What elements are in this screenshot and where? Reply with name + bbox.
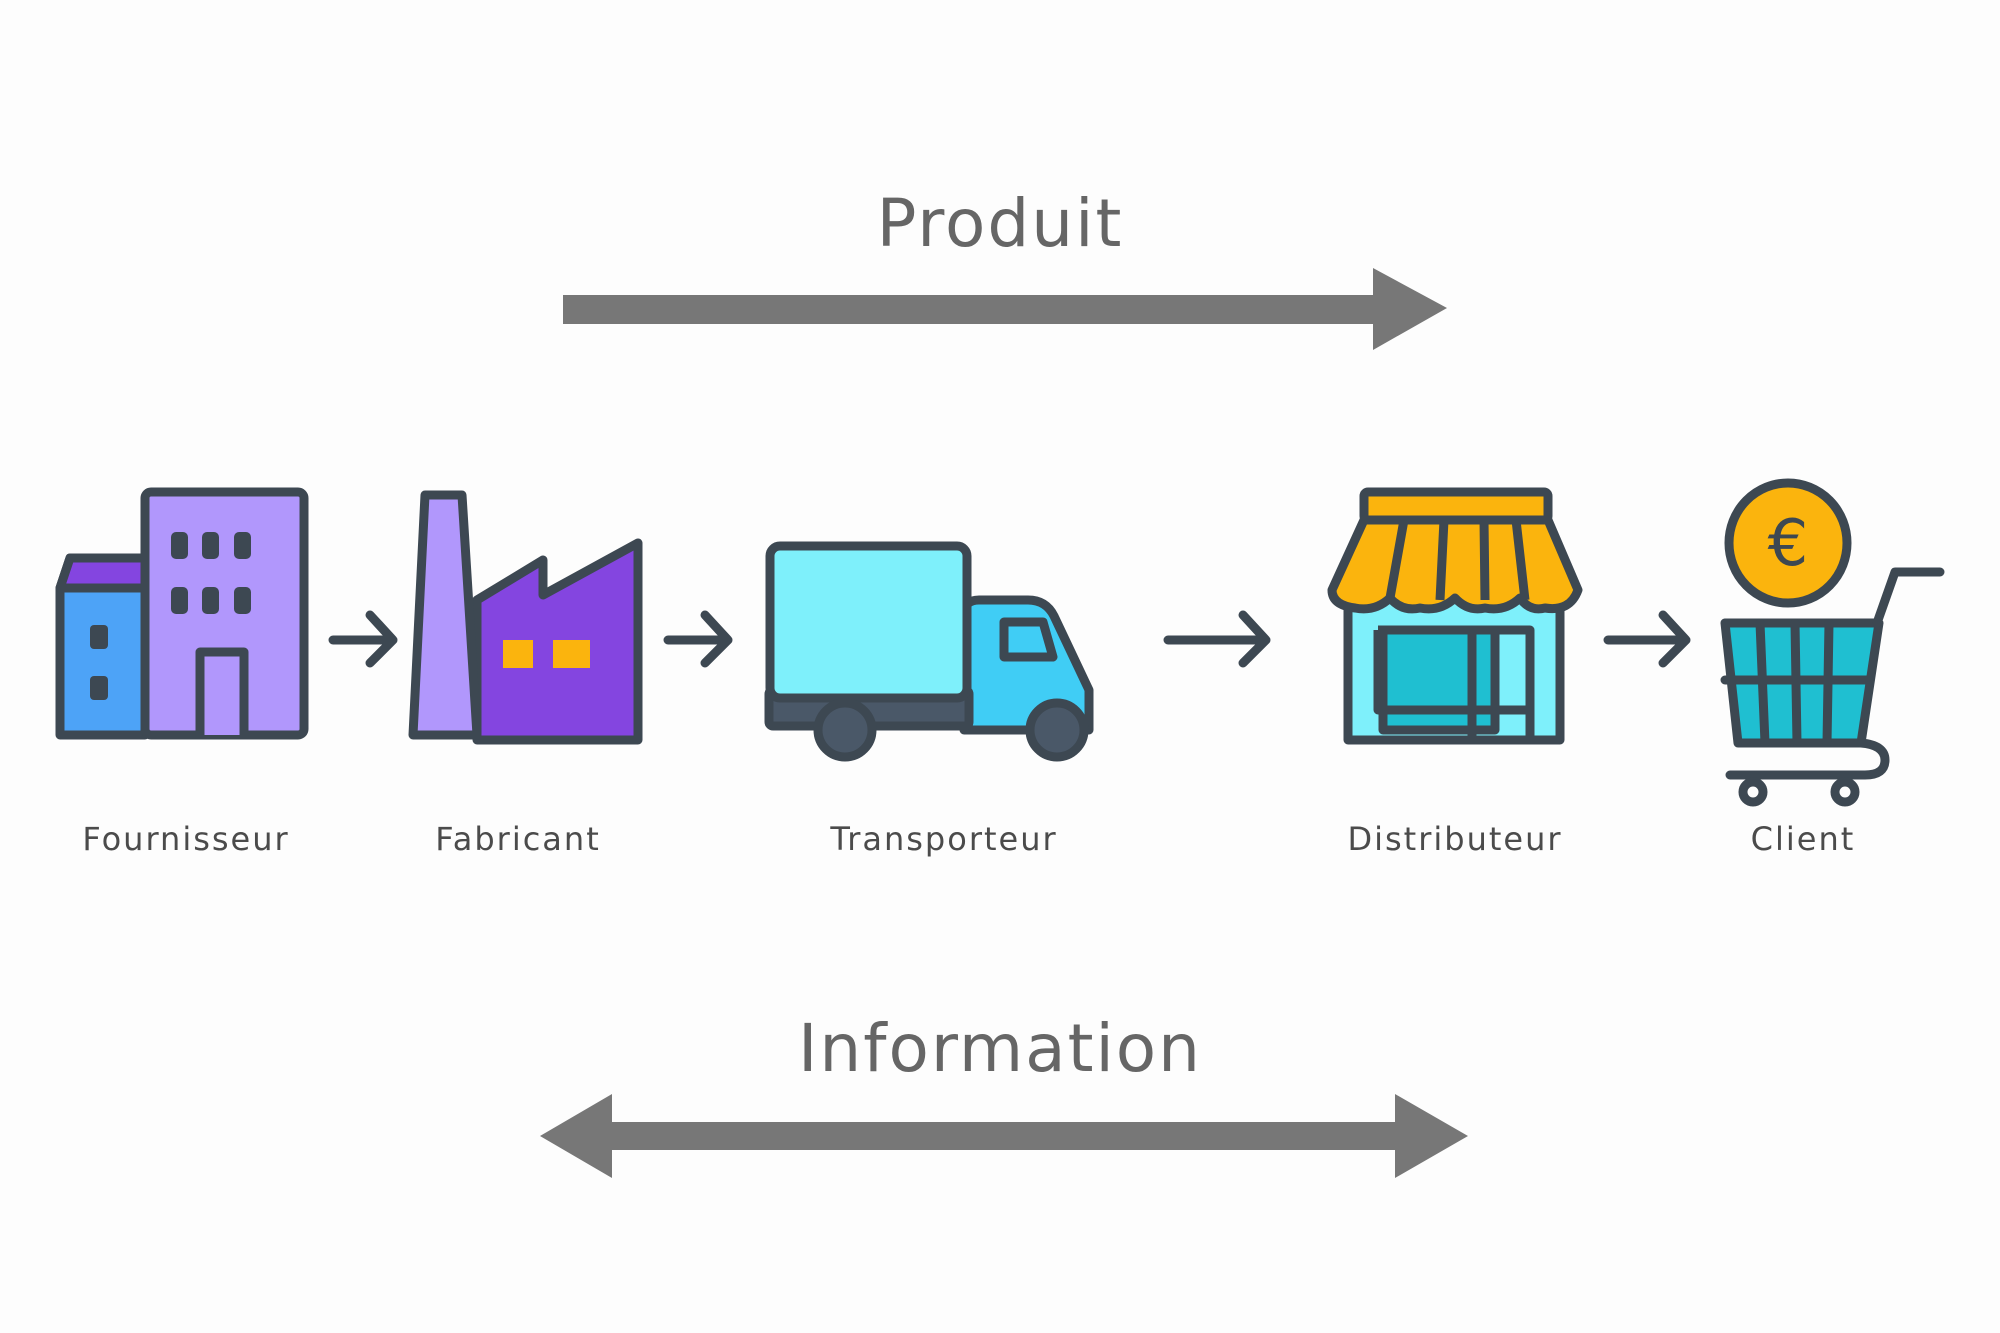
chain-arrow-icon xyxy=(1603,610,1691,668)
shopping-cart-euro-icon: € xyxy=(1720,478,1945,807)
information-flow-title: Information xyxy=(797,1010,1203,1087)
chain-arrow-icon xyxy=(1163,610,1271,668)
office-building-icon xyxy=(55,487,309,740)
delivery-truck-icon xyxy=(764,541,1094,762)
label-manufacturer: Fabricant xyxy=(435,820,601,858)
chain-arrow-icon xyxy=(663,610,733,668)
label-distributor: Distributeur xyxy=(1347,820,1563,858)
euro-symbol: € xyxy=(1768,507,1809,581)
product-flow-arrow xyxy=(563,268,1447,350)
label-supplier: Fournisseur xyxy=(82,820,290,858)
chain-arrow-icon xyxy=(328,610,398,668)
storefront-icon xyxy=(1327,487,1583,745)
information-flow-arrow xyxy=(540,1094,1468,1178)
label-carrier: Transporteur xyxy=(830,820,1058,858)
product-flow-title: Produit xyxy=(876,185,1124,262)
factory-icon xyxy=(408,490,643,745)
label-client: Client xyxy=(1750,820,1856,858)
